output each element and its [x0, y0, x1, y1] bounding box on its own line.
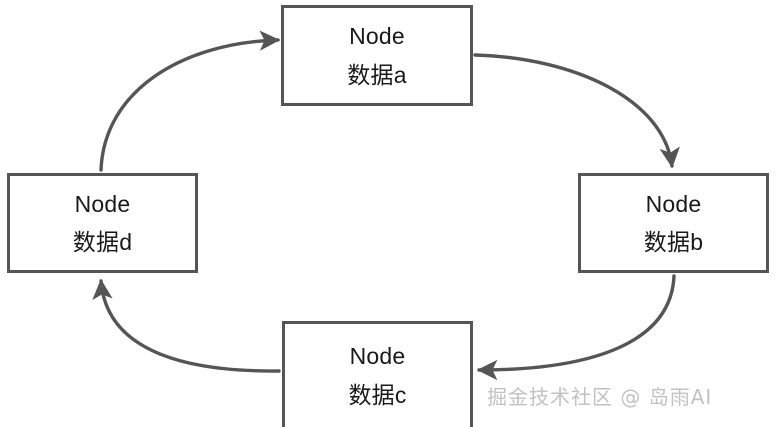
node-b[interactable]: Node 数据b	[578, 173, 769, 273]
edge-d-to-a	[99, 30, 281, 172]
node-a-data: 数据a	[347, 61, 407, 88]
node-c-title: Node	[349, 343, 406, 370]
edge-a-to-b	[473, 53, 680, 169]
node-c-data: 数据c	[348, 381, 407, 408]
node-c[interactable]: Node 数据c	[282, 321, 473, 427]
node-a-title: Node	[349, 23, 405, 50]
node-d-data: 数据d	[72, 229, 133, 255]
node-d[interactable]: Node 数据d	[7, 173, 198, 273]
watermark-text: 掘金技术社区 @ 岛雨AI	[487, 385, 713, 409]
node-b-data: 数据b	[643, 229, 704, 255]
node-a[interactable]: Node 数据a	[281, 5, 473, 106]
edge-c-to-d	[92, 278, 281, 373]
node-d-title: Node	[74, 190, 131, 217]
edge-b-to-c	[476, 274, 676, 381]
node-b-title: Node	[645, 190, 702, 217]
